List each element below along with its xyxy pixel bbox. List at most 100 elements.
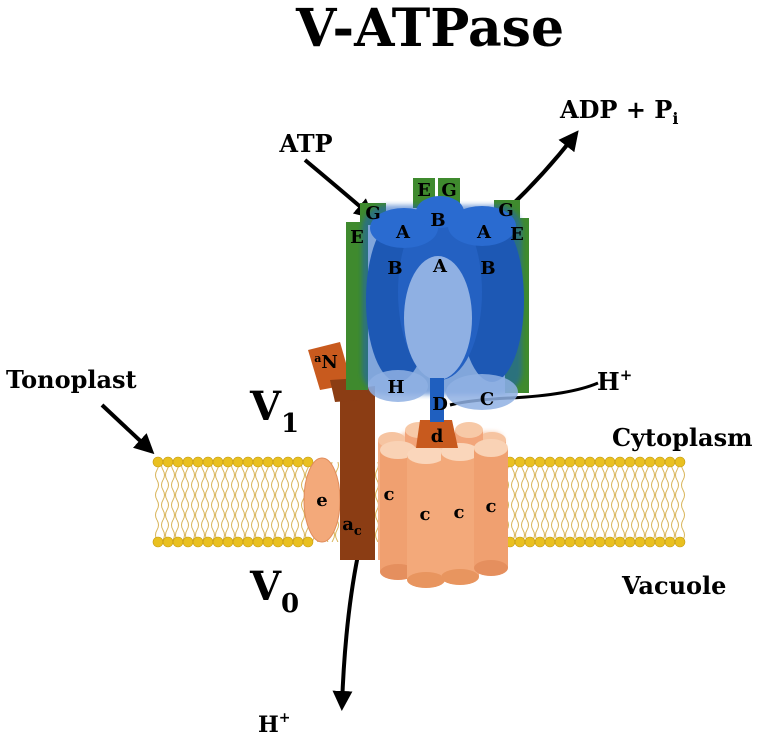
lipid-head	[584, 456, 596, 468]
label-a-n: aN	[314, 352, 338, 373]
lipid-head	[524, 536, 536, 548]
lipid-head	[192, 456, 204, 468]
lipid-head	[674, 536, 686, 548]
lipid-head	[152, 456, 164, 468]
lipid-head	[252, 456, 264, 468]
label-h: H	[387, 377, 404, 398]
lipid-head	[222, 456, 234, 468]
lipid-head	[534, 536, 546, 548]
lipid-head	[172, 456, 184, 468]
lipid-head	[614, 456, 626, 468]
label-e-top: E	[417, 180, 431, 201]
lipid-head	[202, 456, 214, 468]
label-cytoplasm: Cytoplasm	[612, 423, 753, 452]
lipid-head	[574, 456, 586, 468]
lipid-head	[232, 456, 244, 468]
lipid-head	[302, 456, 314, 468]
lipid-head	[594, 456, 606, 468]
subunit-a	[308, 342, 375, 560]
lipid-head	[222, 536, 234, 548]
label-v0: V0	[249, 563, 299, 619]
label-a-right: A	[476, 222, 492, 243]
lipid-head	[604, 456, 616, 468]
v1-domain	[346, 178, 529, 422]
label-adp: ADP + Pi	[559, 95, 678, 128]
label-b-left: B	[387, 258, 402, 279]
lipid-head	[162, 536, 174, 548]
subunit-labels: G E E G B G E A A A B B H C D d aN ac e …	[314, 180, 524, 539]
lipid-head	[242, 536, 254, 548]
label-atp: ATP	[278, 129, 332, 158]
label-b-right: B	[480, 258, 495, 279]
label-e-left: E	[350, 227, 364, 248]
label-h-right: H+	[597, 366, 632, 396]
label-tonoplast: Tonoplast	[6, 365, 137, 394]
lipid-head	[564, 456, 576, 468]
label-b-top: B	[430, 210, 445, 231]
lipid-head	[594, 536, 606, 548]
label-vacuole: Vacuole	[621, 571, 726, 600]
lipid-head	[534, 456, 546, 468]
lipid-head	[544, 456, 556, 468]
lipid-head	[584, 536, 596, 548]
label-g-top: G	[441, 180, 456, 201]
lipid-head	[212, 536, 224, 548]
label-c-2: c	[454, 502, 465, 523]
lipid-head	[544, 536, 556, 548]
proton-out-arrow	[332, 554, 360, 711]
lipid-head	[554, 456, 566, 468]
lipid-head	[152, 536, 164, 548]
label-g-right: G	[498, 200, 513, 221]
lipid-head	[162, 456, 174, 468]
lipid-head	[192, 536, 204, 548]
lipid-head	[614, 536, 626, 548]
label-e-right: E	[510, 224, 524, 245]
lipid-head	[674, 456, 686, 468]
lipid-head	[664, 456, 676, 468]
label-v1: V1	[249, 383, 299, 439]
lipid-head	[654, 456, 666, 468]
lipid-head	[272, 536, 284, 548]
label-c-big: C	[480, 389, 494, 410]
label-a-left: A	[395, 222, 411, 243]
lipid-head	[232, 536, 244, 548]
lipid-head	[554, 536, 566, 548]
lipid-head	[302, 536, 314, 548]
c-ring	[378, 422, 508, 588]
lipid-head	[524, 456, 536, 468]
lipid-head	[514, 456, 526, 468]
lipid-head	[624, 536, 636, 548]
lipid-head	[282, 456, 294, 468]
diagram-title: V-ATPase	[295, 0, 564, 59]
label-h-bottom: H+	[258, 710, 291, 736]
label-g-left: G	[365, 203, 380, 224]
label-c-left: c	[384, 484, 395, 505]
lipid-head	[242, 456, 254, 468]
label-c-1: c	[420, 504, 431, 525]
lipid-head	[272, 456, 284, 468]
lipid-head	[664, 536, 676, 548]
label-e-small: e	[316, 490, 327, 511]
label-c-3: c	[486, 496, 497, 517]
lipid-head	[292, 456, 304, 468]
lipid-head	[564, 536, 576, 548]
lipid-head	[212, 456, 224, 468]
lipid-head	[574, 536, 586, 548]
lipid-head	[634, 536, 646, 548]
lipid-head	[202, 536, 214, 548]
lipid-head	[182, 536, 194, 548]
label-d-upper: D	[432, 394, 448, 415]
tonoplast-arrow	[100, 403, 155, 455]
lipid-head	[292, 536, 304, 548]
subunit-d-lower	[416, 420, 458, 448]
lipid-head	[644, 456, 656, 468]
lipid-head	[634, 456, 646, 468]
lipid-head	[654, 536, 666, 548]
label-d-lower: d	[431, 426, 444, 447]
label-a-c: ac	[342, 514, 362, 539]
lipid-head	[262, 536, 274, 548]
label-a-center: A	[432, 256, 448, 277]
lipid-head	[282, 536, 294, 548]
